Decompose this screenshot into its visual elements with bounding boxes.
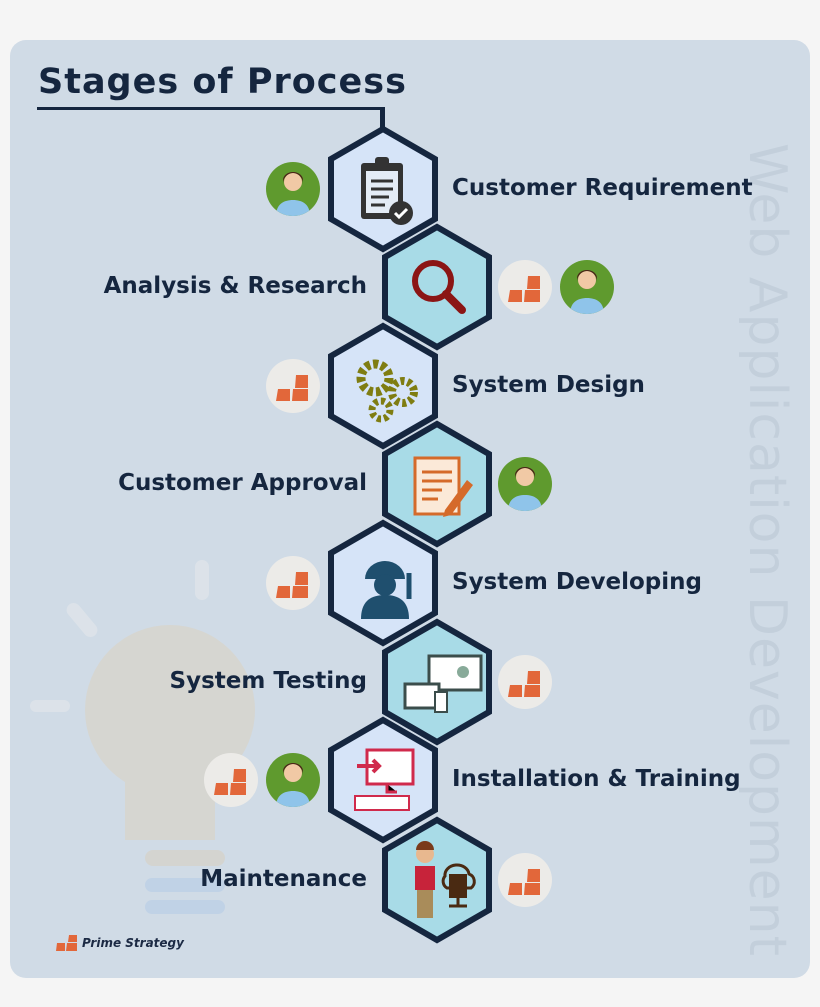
stage-hexagon xyxy=(381,618,493,746)
lightbulb-background-icon xyxy=(30,560,255,914)
stage-label: Installation & Training xyxy=(452,766,741,792)
computer-keyboard-icon xyxy=(354,748,415,811)
stage-label: System Design xyxy=(452,372,645,398)
stage-hexagon xyxy=(381,223,493,351)
stage-hexagon xyxy=(327,125,439,253)
prime-strategy-logo-icon xyxy=(498,260,552,314)
stage-hexagon xyxy=(381,420,493,548)
customer-avatar-icon xyxy=(266,162,320,216)
stage-label: System Developing xyxy=(452,569,702,595)
stage-hexagon xyxy=(381,816,493,944)
stage-label: System Testing xyxy=(169,668,367,694)
brand-footer: Prime Strategy xyxy=(56,935,184,951)
brand-name: Prime Strategy xyxy=(82,936,184,950)
customer-avatar-icon xyxy=(560,260,614,314)
stage-label: Analysis & Research xyxy=(103,273,367,299)
page-title: Stages of Process xyxy=(38,62,407,102)
prime-strategy-logo-icon xyxy=(498,655,552,709)
stage-label: Maintenance xyxy=(200,866,367,892)
worker-wrench-icon xyxy=(361,561,412,619)
stage-hexagon xyxy=(327,322,439,450)
devices-icon xyxy=(403,654,483,713)
prime-strategy-logo-icon xyxy=(266,359,320,413)
document-pencil-icon xyxy=(413,456,473,517)
title-connector xyxy=(380,107,385,131)
clipboard-check-icon xyxy=(361,157,413,225)
prime-strategy-logo-icon xyxy=(266,556,320,610)
prime-strategy-logo-icon xyxy=(498,853,552,907)
prime-strategy-logo-icon xyxy=(56,935,77,951)
stage-hexagon xyxy=(327,716,439,844)
stage-label: Customer Approval xyxy=(118,470,367,496)
stage-hexagon xyxy=(327,519,439,647)
watermark-text: Web Application Development xyxy=(737,142,797,958)
customer-avatar-icon xyxy=(266,753,320,807)
gears-icon xyxy=(356,359,418,423)
prime-strategy-logo-icon xyxy=(204,753,258,807)
magnifier-icon xyxy=(412,260,466,314)
person-cloud-server-icon xyxy=(415,841,476,918)
title-underline xyxy=(37,107,385,110)
customer-avatar-icon xyxy=(498,457,552,511)
stage-label: Customer Requirement xyxy=(452,175,753,201)
